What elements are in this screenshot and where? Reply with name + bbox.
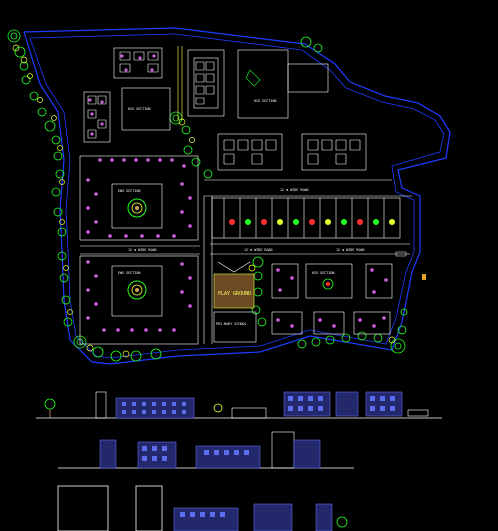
parking-strip [211, 197, 401, 239]
label-hig-top-right: HIG SECTION [254, 99, 276, 103]
ews-section-lower [79, 255, 199, 345]
units-right [276, 268, 388, 328]
ews-section-upper [79, 155, 199, 241]
hig-tower-top-left [83, 47, 171, 143]
road-mid-left [80, 245, 200, 255]
ews-garden-lower [127, 280, 147, 300]
boundary-outer [23, 27, 451, 365]
label-primary-school: PRI-MARY SCHOOL [216, 322, 247, 326]
label-play-ground: PLAY GROUND [218, 291, 251, 297]
hig-cluster-right [271, 263, 393, 335]
units-top-left [88, 54, 156, 136]
label-road-right: 12 m WIDE ROAD [336, 248, 365, 252]
garden-right [322, 278, 334, 290]
ews-units-upper [86, 158, 192, 238]
label-road-mid-left: 12 m WIDE ROAD [128, 248, 157, 252]
label-road-top: 12 m WIDE ROAD [280, 188, 309, 192]
hig-blocks-mid-right [217, 133, 367, 171]
elevation-row-1 [36, 391, 442, 419]
boundary-inner [29, 33, 445, 359]
play-ground [213, 261, 255, 309]
road-mid [203, 196, 410, 344]
hig-area-top-right [237, 49, 329, 119]
tree-row [7, 29, 408, 362]
hig-block-center [177, 46, 225, 120]
ews-units-lower [86, 260, 192, 332]
primary-school [213, 311, 257, 343]
label-ews-upper: EWS SECTION [118, 189, 140, 193]
label-hig-mid: HIG SECTION [312, 271, 334, 275]
elevation-row-2 [58, 431, 354, 469]
road-top [204, 179, 412, 197]
label-ews-lower: EWS SECTION [118, 271, 140, 275]
tree-row-yellow [12, 44, 396, 358]
ews-garden-upper [127, 198, 147, 218]
elevation-row-3 [57, 485, 348, 531]
label-road-mid: 12 m WIDE ROAD [244, 248, 273, 252]
site-markers [395, 251, 426, 280]
parking-trees [229, 219, 395, 225]
label-hig-top-left: HIG SECTION [128, 107, 150, 111]
site-boundary [23, 27, 451, 365]
